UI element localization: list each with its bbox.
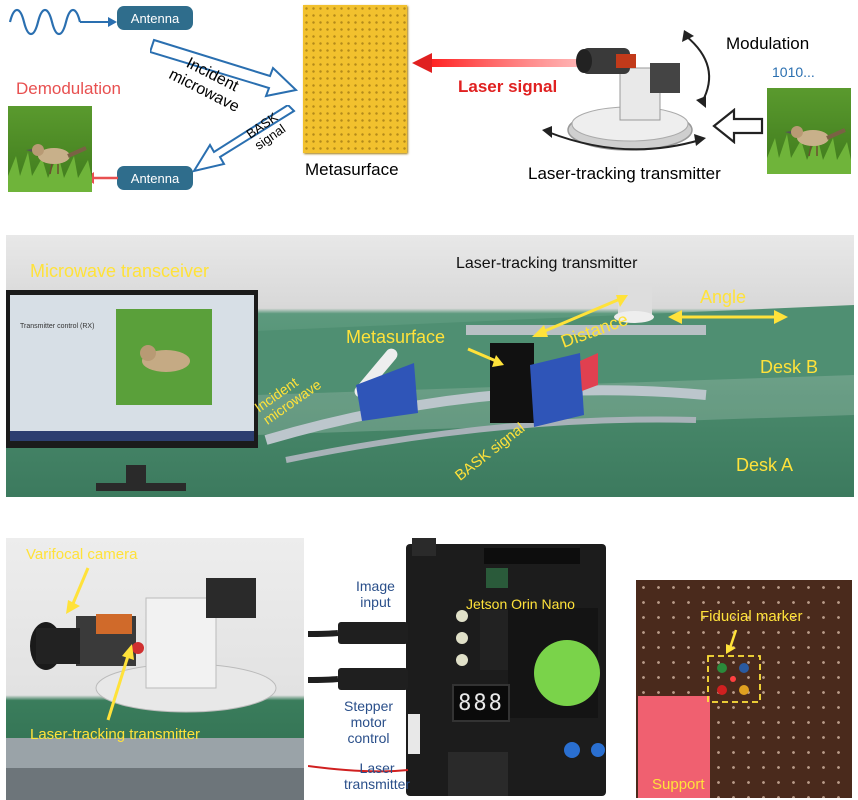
angle-label: Angle <box>700 287 747 307</box>
antenna-top-label: Antenna <box>130 10 180 26</box>
image-input-label: Image input <box>356 578 395 610</box>
transmitter-pointer-icon <box>106 644 134 721</box>
board-panel: 888 Jetson Orin Nano Image input Stepper… <box>308 538 628 800</box>
desk-b-label: Desk B <box>760 357 819 377</box>
source-bird-image <box>767 88 851 174</box>
experimental-setup-photo: Microwave transceiver Transmitter contro… <box>6 235 854 497</box>
fiducial-pointer-icon <box>726 629 738 654</box>
antenna-bottom-box: Antenna <box>117 166 193 190</box>
seven-segment-display: 888 <box>452 684 510 722</box>
jetson-label: Jetson Orin Nano <box>466 596 575 612</box>
support-label: Support <box>652 776 705 793</box>
demodulated-bird-image <box>8 106 92 192</box>
software-title: Transmitter control (RX) <box>20 323 95 330</box>
varifocal-camera-label: Varifocal camera <box>26 546 138 563</box>
laser-signal-label: Laser signal <box>458 77 558 96</box>
rotation-arc-icon <box>542 126 706 151</box>
marker-panel-photo: Fiducial marker Support <box>636 580 852 798</box>
antenna-top-box: Antenna <box>117 6 193 30</box>
camera-transmitter-label: Laser-tracking transmitter <box>30 726 201 743</box>
sine-wave-icon <box>8 8 117 36</box>
metasurface-pointer-icon <box>467 347 504 367</box>
metasurface-label: Metasurface <box>305 160 399 179</box>
laser-beam-icon <box>412 53 590 73</box>
angle-arrow-icon <box>668 310 788 324</box>
setup-metasurface-label: Metasurface <box>346 327 446 347</box>
metasurface-panel-image <box>303 5 407 153</box>
demodulation-label: Demodulation <box>16 79 121 98</box>
setup-scene <box>6 283 854 491</box>
incident-arrow-icon <box>150 38 299 98</box>
laser-tracking-transmitter-label: Laser-tracking transmitter <box>456 255 638 272</box>
stepper-label: Stepper motor control <box>344 698 394 746</box>
fiducial-marker-label: Fiducial marker <box>700 608 803 625</box>
laser-transmitter-device-image <box>567 48 693 151</box>
cooling-fan-marker <box>534 640 600 706</box>
antenna-bottom-label: Antenna <box>130 170 180 186</box>
camera-scene <box>6 578 304 800</box>
support-block <box>638 696 710 798</box>
laser-transmitter-label: Laser transmitter <box>344 760 411 792</box>
desk-a-label: Desk A <box>736 455 794 475</box>
fiducial-marker-icon <box>707 655 761 703</box>
microwave-transceiver-label: Microwave transceiver <box>30 261 210 281</box>
system-diagram: Antenna Incident microwave BASK signal A… <box>0 0 858 215</box>
input-arrow-icon <box>712 108 764 144</box>
bits-label: 1010... <box>772 64 815 80</box>
transmitter-label: Laser-tracking transmitter <box>528 164 721 183</box>
distance-arrow-icon <box>532 295 628 337</box>
modulation-label: Modulation <box>726 34 810 53</box>
camera-pointer-icon <box>66 567 90 614</box>
bask-arrow-icon <box>191 105 296 173</box>
modulation-arc-icon <box>682 30 711 108</box>
camera-panel-photo: Varifocal camera Laser-tracking transmit… <box>6 538 304 800</box>
